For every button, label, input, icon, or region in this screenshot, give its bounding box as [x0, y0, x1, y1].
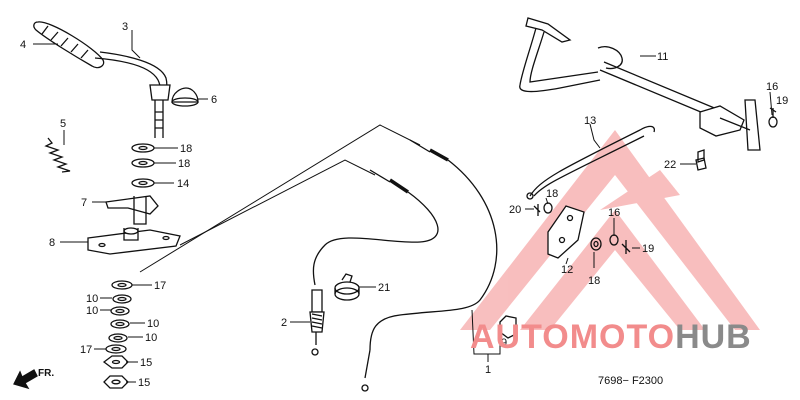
washer-18-upper [131, 143, 155, 153]
diagram-code: 7698− F2300 [598, 375, 664, 387]
return-spring [44, 137, 71, 173]
pin-16-19-right [768, 107, 778, 128]
callout-10-a: 10 [86, 293, 98, 305]
callout-18-center: 18 [588, 275, 600, 287]
callout-22: 22 [664, 159, 676, 171]
hardware-stack [102, 280, 133, 389]
watermark-logo-triangle [460, 130, 760, 330]
bolt-22 [695, 149, 707, 171]
callout-17-upper: 17 [154, 280, 166, 292]
assembly-boundary-lines [139, 124, 421, 273]
callout-10-b: 10 [86, 305, 98, 317]
washer-18-bracket [543, 202, 553, 214]
callout-labels: 4 3 6 5 18 18 14 7 8 17 10 10 10 10 17 1… [20, 21, 788, 389]
brake-rod-13 [526, 125, 656, 200]
callout-11: 11 [657, 51, 668, 63]
shift-lever-grip [33, 21, 105, 69]
watermark-text: AUTOMOTOHUB [470, 318, 752, 357]
callout-14: 14 [177, 178, 189, 190]
pin-19-center [621, 240, 631, 254]
watermark-part1: AUTOMOTO [470, 318, 676, 356]
callout-18-lower: 18 [178, 158, 190, 170]
leader-lines [33, 30, 773, 383]
washer-18-lower [131, 158, 155, 168]
brake-pedal-11 [519, 17, 761, 151]
washer-18-center [590, 237, 602, 251]
callout-13: 13 [584, 115, 596, 127]
callout-16-center: 16 [608, 207, 620, 219]
callout-20: 20 [509, 204, 521, 216]
callout-7: 7 [81, 197, 87, 209]
callout-19-right: 19 [776, 95, 788, 107]
shift-arm-7 [105, 195, 159, 225]
callout-10-d: 10 [145, 332, 157, 344]
callout-15-upper: 15 [140, 357, 152, 369]
shift-plate-8 [87, 227, 181, 255]
callout-21: 21 [378, 282, 390, 294]
lever-boot [171, 87, 199, 107]
brake-bracket-12 [547, 205, 585, 259]
callout-18-bracket: 18 [546, 188, 558, 200]
callout-3: 3 [122, 21, 128, 33]
front-marker-label: FR. [38, 368, 54, 379]
callout-17-lower: 17 [80, 344, 92, 356]
callout-6: 6 [211, 94, 217, 106]
callout-8: 8 [49, 237, 55, 249]
pin-20 [533, 204, 541, 216]
callout-9: 9 [501, 337, 507, 349]
callout-1: 1 [485, 364, 491, 376]
callout-18-upper: 18 [180, 143, 192, 155]
callout-15-lower: 15 [138, 377, 150, 389]
washer-14 [131, 178, 155, 188]
callout-4: 4 [20, 39, 26, 51]
cable-clamp-21 [334, 273, 360, 301]
callout-12: 12 [561, 264, 573, 276]
front-arrow-icon [13, 369, 38, 390]
callout-16-right: 16 [766, 81, 778, 93]
callout-10-c: 10 [147, 318, 159, 330]
cable-1 [361, 139, 498, 392]
shift-lever [94, 51, 171, 138]
callout-19-center: 19 [642, 243, 654, 255]
callout-5: 5 [60, 118, 66, 130]
callout-2: 2 [281, 317, 287, 329]
cable-2 [309, 169, 439, 356]
watermark-part2: HUB [675, 318, 752, 356]
